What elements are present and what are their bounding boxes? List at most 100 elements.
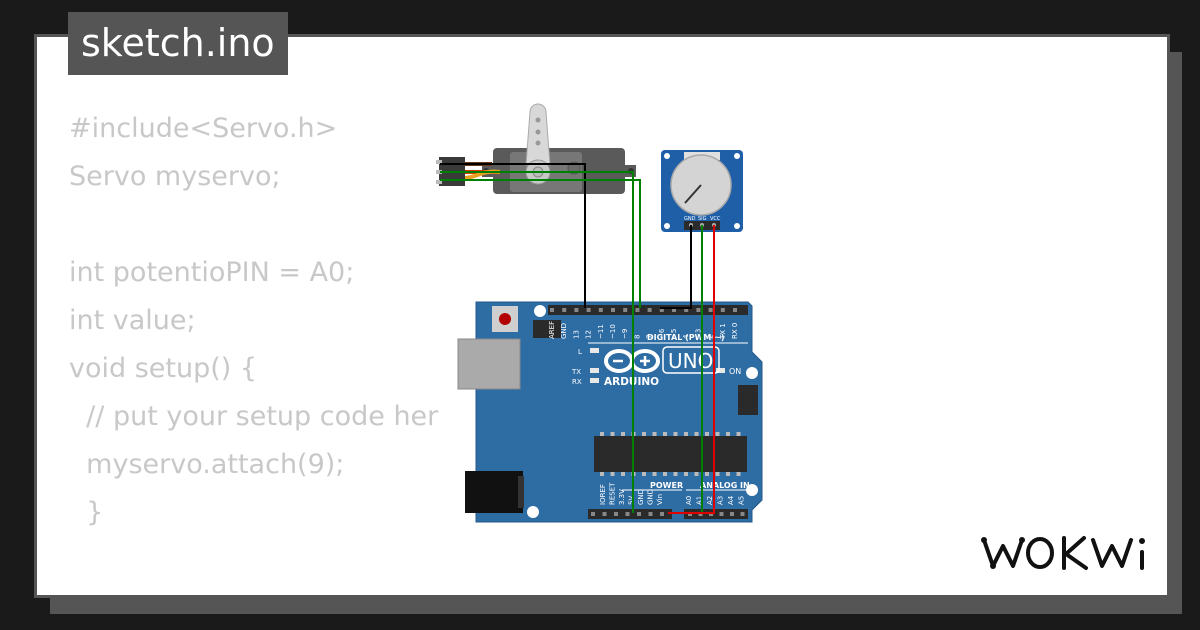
code-line: void loop() { — [69, 585, 438, 595]
digital-pin-label: AREF — [548, 321, 556, 339]
digital-pin[interactable] — [574, 308, 579, 312]
digital-pin[interactable] — [550, 308, 554, 312]
model-box — [662, 346, 720, 374]
wire-pot-gnd[interactable] — [660, 225, 692, 309]
chip-pin — [673, 472, 678, 476]
code-line: int potentioPIN = A0; — [69, 257, 355, 288]
chip-pin — [715, 472, 720, 476]
digital-pin[interactable] — [598, 308, 603, 312]
chip-pin — [610, 472, 615, 476]
wokwi-logo — [981, 536, 1145, 570]
digital-pin[interactable] — [611, 308, 615, 312]
chip-pin — [652, 472, 657, 476]
wires — [440, 163, 715, 514]
digital-pin[interactable] — [696, 308, 701, 312]
digital-label: DIGITAL (PWM ~) — [647, 333, 725, 342]
power-jack — [465, 471, 523, 513]
digital-pin[interactable] — [586, 308, 591, 312]
analog-pin[interactable] — [740, 512, 745, 516]
digital-pin[interactable] — [647, 308, 652, 312]
led-l — [590, 348, 599, 353]
code-line: int value; — [69, 305, 196, 336]
digital-pin-label: 13 — [572, 330, 580, 339]
pot-pin-label: GND — [684, 216, 696, 222]
servo-connector-pin-1 — [436, 160, 442, 164]
wire-servo-signal[interactable] — [440, 179, 641, 308]
usb-port — [457, 338, 521, 390]
pot-pin-label: VCC — [710, 216, 721, 222]
power-pin[interactable] — [648, 512, 653, 516]
power-pin-label: GND — [647, 489, 655, 505]
servo-horn — [525, 103, 551, 166]
chip-pin — [705, 472, 709, 476]
analog-pin-label: A3 — [717, 496, 725, 505]
wire-pot-vcc[interactable] — [668, 225, 715, 514]
power-pin[interactable] — [660, 512, 664, 516]
digital-pin[interactable] — [708, 308, 713, 312]
wire-servo-power[interactable] — [440, 171, 634, 513]
power-pin[interactable] — [614, 512, 618, 516]
potentiometer[interactable]: GND SIG VCC — [661, 150, 743, 232]
power-pin-label: 3.3V — [618, 489, 626, 505]
digital-pin-label: ~3 — [694, 329, 702, 339]
digital-pin[interactable] — [562, 308, 567, 312]
servo-horn-hole-2 — [535, 129, 541, 135]
digital-pin-label: 8 — [633, 335, 641, 339]
reset-button[interactable] — [499, 313, 511, 325]
pot-pin-label: SIG — [698, 216, 707, 222]
power-pin-label: IOREF — [599, 484, 607, 505]
digital-pin[interactable] — [659, 308, 664, 312]
led-rx-label: RX — [572, 378, 582, 386]
power-header — [588, 509, 672, 519]
power-pin[interactable] — [602, 512, 607, 516]
power-pin[interactable] — [591, 512, 595, 516]
power-pin-label: GND — [637, 489, 645, 505]
power-jack-edge — [518, 476, 524, 508]
led-tx — [590, 368, 599, 373]
led-on — [716, 368, 725, 373]
analog-label: ANALOG IN — [700, 481, 750, 490]
analog-pin[interactable] — [719, 512, 724, 516]
analog-header — [684, 509, 748, 519]
chip-pin — [684, 472, 688, 476]
icsp-header-right — [738, 385, 758, 415]
digital-pin-label: RX 0 — [731, 323, 739, 339]
power-pin[interactable] — [625, 512, 630, 516]
chip-pin — [705, 432, 709, 436]
digital-pin-label: 4 — [682, 334, 690, 339]
chip-pin — [684, 432, 688, 436]
analog-pin[interactable] — [730, 512, 734, 516]
analog-pin-label: A5 — [738, 496, 746, 505]
pot-hole — [734, 223, 740, 229]
code-line: // put your setup code her — [69, 401, 439, 432]
digital-pin-label: 7 — [646, 335, 654, 339]
chip-pin — [673, 432, 678, 436]
digital-pin-label: ~10 — [609, 324, 617, 339]
model-label: UNO — [668, 349, 713, 373]
chip-pin — [600, 432, 604, 436]
analog-pin-label: A2 — [706, 496, 714, 505]
chip-pin — [642, 472, 646, 476]
file-tab[interactable]: sketch.ino — [68, 12, 288, 75]
chip-pin — [694, 472, 699, 476]
servo-horn-hole-3 — [535, 140, 541, 146]
digital-pin[interactable] — [672, 308, 676, 312]
pot-knob-indicator — [684, 184, 702, 204]
chip-pin — [610, 432, 615, 436]
digital-pin[interactable] — [733, 308, 737, 312]
wire-servo-gnd[interactable] — [440, 163, 586, 308]
power-pin-label: RESET — [609, 482, 617, 505]
digital-pin-label: ~6 — [658, 328, 666, 339]
power-pin[interactable] — [637, 512, 641, 516]
digital-pin-label: ~9 — [621, 329, 629, 339]
digital-pin-label: 2 — [707, 335, 715, 339]
pot-hole — [664, 223, 670, 229]
digital-pin-label: ~5 — [670, 329, 678, 339]
digital-pin[interactable] — [684, 308, 689, 312]
digital-pin[interactable] — [720, 308, 725, 312]
digital-pin[interactable] — [623, 308, 628, 312]
code-line: #include<Servo.h> — [69, 113, 338, 144]
digital-pin[interactable] — [635, 308, 640, 312]
